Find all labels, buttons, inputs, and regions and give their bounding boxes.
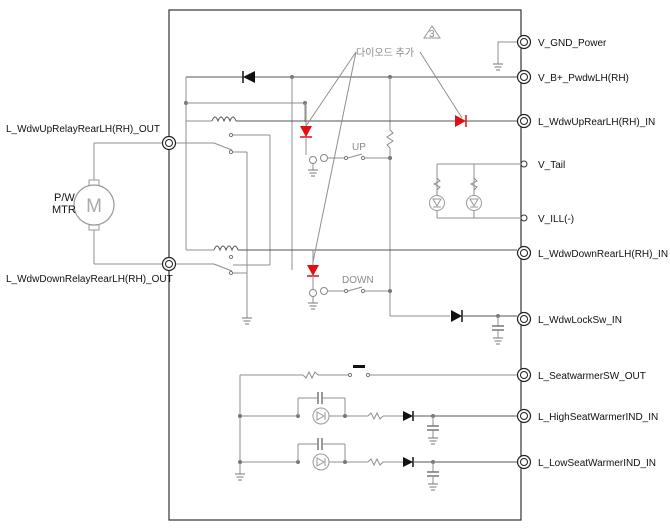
added-diodes	[300, 103, 319, 277]
diode-up-red	[300, 126, 312, 137]
connector-up-in	[516, 113, 532, 129]
connector-up-out	[161, 135, 177, 151]
illumination-leds	[429, 163, 521, 219]
motor-label-pw: P/W	[54, 192, 75, 204]
connector-down-in	[516, 245, 532, 261]
motor: M	[73, 142, 162, 265]
connector-tail	[520, 160, 528, 168]
diode-lock	[451, 310, 462, 322]
pin-label-high-ind: L_HighSeatWarmerIND_IN	[538, 412, 658, 423]
switch-label-up: UP	[352, 142, 366, 153]
bplus-line	[186, 71, 517, 317]
switch-down	[307, 276, 392, 310]
pin-label-up-in: L_WdwUpRearLH(RH)_IN	[538, 117, 655, 128]
relay-down	[176, 245, 517, 325]
right-connectors	[516, 34, 532, 470]
pin-label-tail: V_Tail	[538, 160, 565, 171]
lock-input	[451, 310, 517, 345]
relay-up	[176, 115, 517, 318]
connector-lock	[516, 311, 532, 327]
diode-bplus	[243, 71, 255, 83]
pin-label-ill: V_ILL(-)	[538, 214, 574, 225]
revision-number: 3	[429, 29, 435, 40]
switch-up	[307, 153, 392, 177]
revision-annotation	[305, 25, 463, 263]
pin-label-gnd-power: V_GND_Power	[538, 38, 607, 49]
motor-symbol: M	[86, 196, 102, 217]
switch-label-down: DOWN	[342, 275, 374, 286]
low-indicator	[238, 438, 517, 491]
diode-down-red	[307, 265, 319, 276]
gnd-power-branch	[492, 41, 517, 71]
pin-label-down-out: L_WdwDownRelayRearLH(RH)_OUT	[6, 274, 173, 285]
connector-down-out	[161, 256, 177, 272]
connector-ill	[520, 214, 528, 222]
high-indicator	[238, 392, 517, 445]
connector-low-ind	[516, 454, 532, 470]
connector-high-ind	[516, 408, 532, 424]
pin-label-bplus: V_B+_PwdwLH(RH)	[538, 73, 629, 84]
diode-up-in-red	[455, 115, 466, 127]
relay-supply	[184, 77, 307, 251]
pin-label-lock: L_WdwLockSw_IN	[538, 315, 622, 326]
seatwarmer-switch	[234, 365, 517, 481]
pin-label-seat-out: L_SeatwarmerSW_OUT	[538, 371, 646, 382]
motor-label-mtr: MTR	[52, 204, 76, 216]
pin-label-down-in: L_WdwDownRearLH(RH)_IN	[538, 249, 668, 260]
annotation-text: 다이오드 추가	[356, 47, 414, 59]
pin-label-low-ind: L_LowSeatWarmerIND_IN	[538, 458, 656, 469]
connector-seat-out	[516, 367, 532, 383]
connector-gnd-power	[516, 34, 532, 50]
connector-bplus	[516, 69, 532, 85]
pin-label-up-out: L_WdwUpRelayRearLH(RH)_OUT	[6, 124, 160, 135]
